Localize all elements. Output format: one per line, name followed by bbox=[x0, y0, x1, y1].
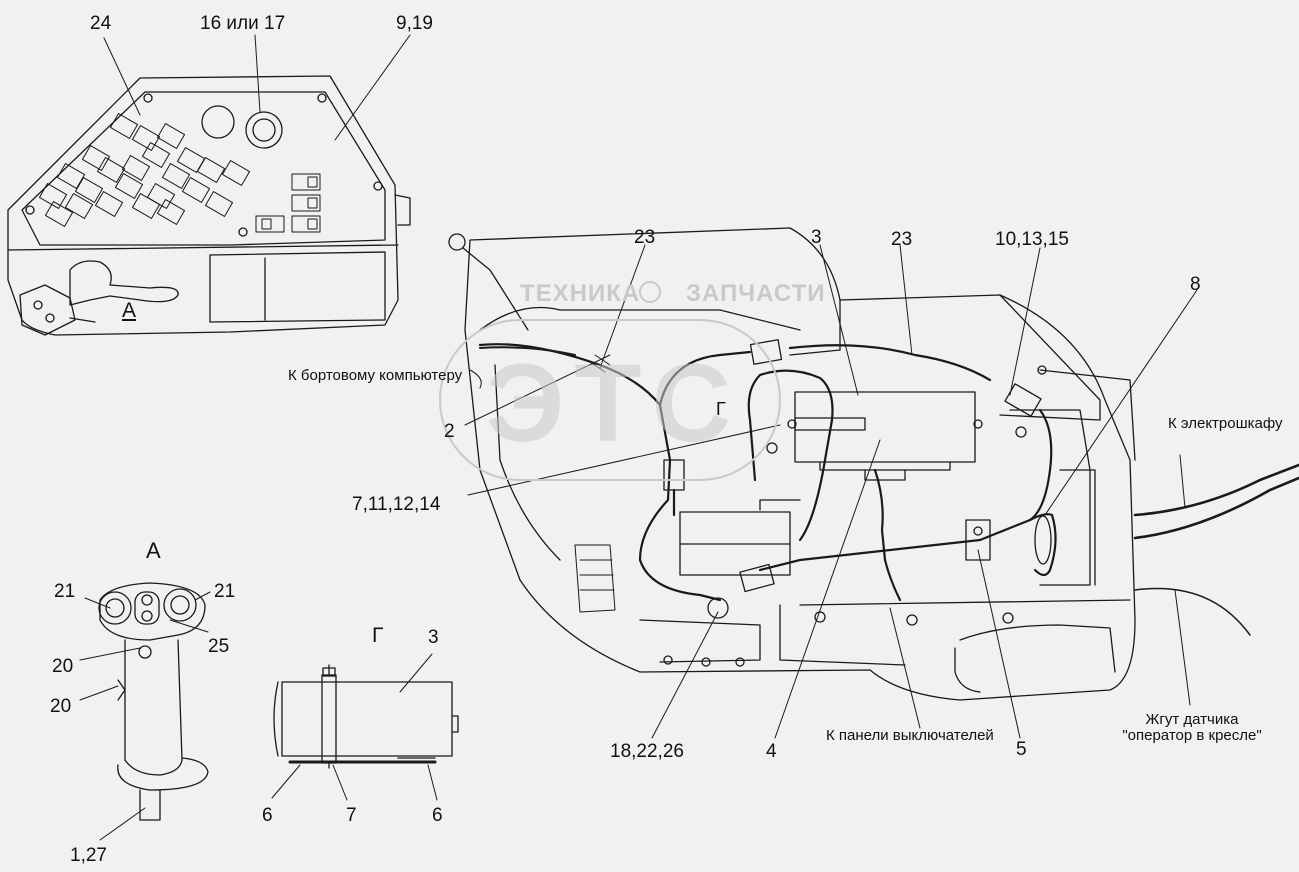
cable-clamp bbox=[965, 519, 991, 561]
grommet bbox=[1034, 515, 1052, 565]
detail-callout-3: 3 bbox=[428, 627, 439, 648]
note-onboard-computer: К бортовому компьютеру bbox=[288, 367, 463, 384]
handle-view-title: А bbox=[146, 538, 161, 563]
watermark-right: ЗАПЧАСТИ bbox=[686, 280, 826, 307]
detail-callout-6-left: 6 bbox=[262, 805, 273, 826]
callout-24: 24 bbox=[90, 13, 112, 34]
callout-7-11-12-14: 7,11,12,14 bbox=[352, 494, 441, 515]
panel-round-cover bbox=[201, 105, 235, 139]
callout-25: 25 bbox=[208, 636, 230, 657]
note-switch-panel: К панели выключателей bbox=[826, 727, 994, 744]
cable-to-cabinet bbox=[1133, 463, 1299, 517]
callout-5: 5 bbox=[1016, 739, 1027, 760]
callout-1-27: 1,27 bbox=[70, 845, 107, 866]
callout-20-bottom: 20 bbox=[50, 696, 72, 717]
handle-button-left bbox=[98, 591, 132, 625]
main-view-marker: Г bbox=[716, 399, 726, 419]
grommet bbox=[707, 597, 729, 619]
watermark-graphic bbox=[439, 281, 781, 481]
note-seat-sensor-1: Жгут датчика bbox=[1145, 711, 1239, 728]
bolt bbox=[766, 442, 778, 454]
watermark-big: ЭТС bbox=[486, 342, 741, 465]
screw bbox=[317, 93, 327, 103]
cable-seat-sensor bbox=[1134, 587, 1251, 636]
callout-23-left: 23 bbox=[634, 227, 656, 248]
main-assembly-view bbox=[448, 227, 1299, 701]
detail-callout-7: 7 bbox=[346, 805, 357, 826]
handle-view bbox=[98, 582, 209, 821]
watermark-left: ТЕХНИКА bbox=[520, 280, 641, 307]
callout-20-top: 20 bbox=[52, 656, 74, 677]
callout-21-left: 21 bbox=[54, 581, 76, 602]
panel-switch-grid bbox=[38, 113, 251, 227]
connector bbox=[749, 339, 783, 365]
bolt bbox=[1002, 612, 1014, 624]
bolt bbox=[1037, 365, 1047, 375]
callout-16-17: 16 или 17 bbox=[200, 13, 286, 34]
leader-lines bbox=[79, 34, 1198, 841]
bolt bbox=[906, 614, 918, 626]
detail-view-title: Г bbox=[372, 624, 384, 647]
control-panel-view bbox=[7, 75, 411, 336]
callout-4: 4 bbox=[766, 741, 777, 762]
note-seat-sensor-2: "оператор в кресле" bbox=[1122, 727, 1262, 744]
controller-box bbox=[794, 391, 976, 463]
panel-outline bbox=[7, 75, 399, 336]
detail-callout-6-right: 6 bbox=[432, 805, 443, 826]
handle-button-center bbox=[134, 591, 160, 625]
callout-10-13-15: 10,13,15 bbox=[995, 229, 1069, 250]
callout-8: 8 bbox=[1190, 274, 1201, 295]
bolt bbox=[1015, 426, 1027, 438]
callout-3: 3 bbox=[811, 227, 822, 248]
handle-head bbox=[99, 582, 206, 641]
callout-2: 2 bbox=[444, 421, 455, 442]
screw bbox=[238, 227, 248, 237]
detail-block bbox=[281, 681, 453, 757]
lift-eye bbox=[448, 233, 466, 251]
panel-view-marker: А bbox=[122, 299, 137, 322]
handle-grip bbox=[124, 639, 183, 776]
callout-9-19: 9,19 bbox=[396, 13, 433, 34]
screw bbox=[143, 93, 153, 103]
panel-right-switches bbox=[255, 173, 321, 233]
relay-module bbox=[679, 511, 791, 545]
connector bbox=[739, 563, 775, 593]
bolt bbox=[814, 611, 826, 623]
note-electrical-cabinet: К электрошкафу bbox=[1168, 415, 1283, 432]
screw bbox=[25, 205, 35, 215]
callout-23-right: 23 bbox=[891, 229, 913, 250]
handle-button-right bbox=[163, 588, 197, 622]
panel-face bbox=[21, 91, 386, 246]
screw bbox=[373, 181, 383, 191]
detail-view bbox=[273, 664, 459, 769]
panel-key-switch bbox=[245, 111, 283, 149]
callout-21-right: 21 bbox=[214, 581, 236, 602]
connector bbox=[1004, 383, 1042, 417]
panel-joystick bbox=[69, 260, 179, 306]
callout-18-22-26: 18,22,26 bbox=[610, 741, 684, 762]
